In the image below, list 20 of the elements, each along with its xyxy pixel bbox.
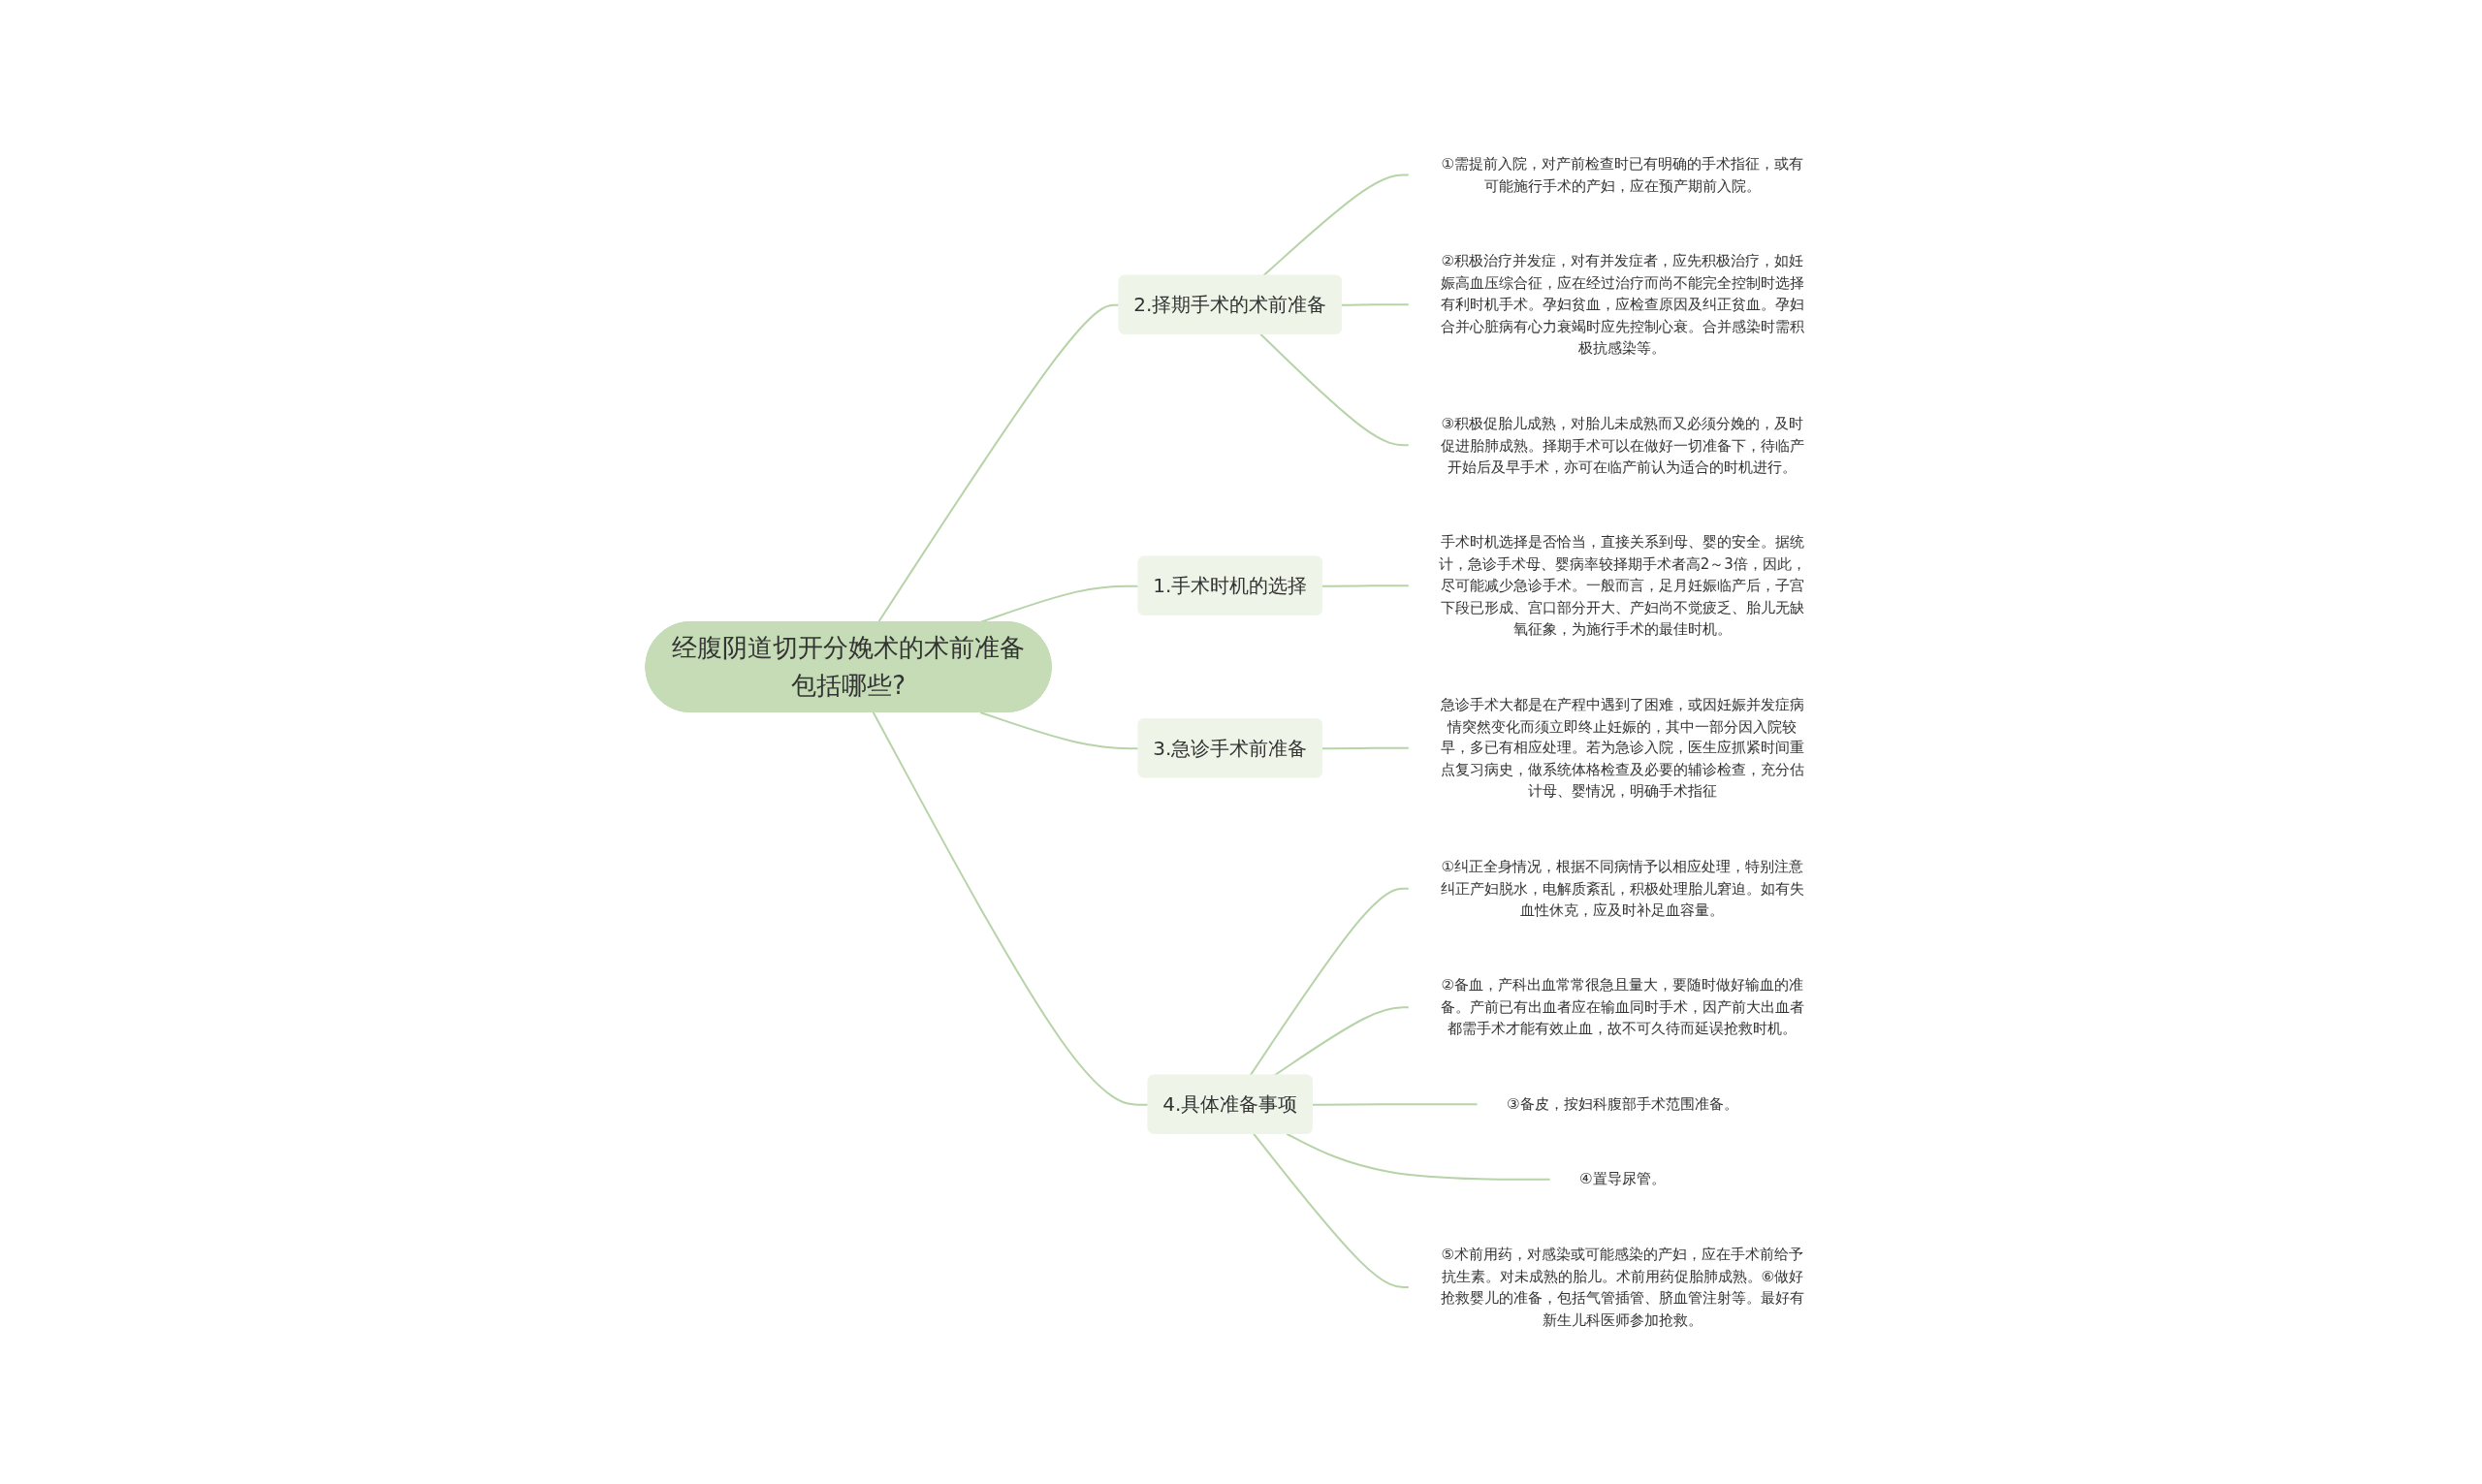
- connector: [1259, 332, 1411, 447]
- connector: [1273, 1006, 1411, 1077]
- node-text: ⑤术前用药，对感染或可能感染的产妇，应在手术前给予抗生素。对未成熟的胎儿。术前用药促胎肺成熟。⑥做好抢救婴儿的准备，包括气管插管、脐血管注射等。最好有新生儿科医师参加抢救。: [1441, 1245, 1805, 1329]
- node-text: ①纠正全身情况，根据不同病情予以相应处理，特别注意纠正产妇脱水，电解质紊乱，积极处理胎儿窘迫。如有失血性休克，应及时补足血容量。: [1441, 858, 1805, 919]
- node-text: ③积极促胎儿成熟，对胎儿未成熟而又必须分娩的，及时促进胎肺成熟。择期手术可以在做好一切准备下，待临产开始后及早手术，亦可在临产前认为适合的时机进行。: [1441, 414, 1805, 476]
- connector: [1341, 303, 1411, 306]
- node-text: 急诊手术大都是在产程中遇到了困难，或因妊娠并发症病情突然变化而须立即终止妊娠的，其中一部分因入院较早，多已有相应处理。若为急诊入院，医生应抓紧时间重点复习病史，做系统体格检查及必要的辅诊检查，充分估计母、婴情况，明确手术指征: [1441, 695, 1805, 801]
- node-text: ①需提前入院，对产前检查时已有明确的手术指征，或有可能施行手术的产妇，应在预产期前入院。: [1441, 155, 1804, 195]
- connector: [1321, 746, 1411, 750]
- node-text: ③备皮，按妇科腹部手术范围准备。: [1507, 1095, 1738, 1113]
- node-text: 手术时机选择是否恰当，直接关系到母、婴的安全。据统计，急诊手术母、婴病率较择期手术者高2～3倍，因此，尽可能减少急诊手术。一般而言，足月妊娠临产后，子宫下段已形成、宫口部分开大、产妇尚不觉疲乏、胎儿无缺氧征象，为施行手术的最佳时机。: [1439, 533, 1807, 638]
- connector: [1262, 174, 1411, 277]
- node-text: ④置导尿管。: [1579, 1170, 1666, 1188]
- connector: [1321, 584, 1411, 587]
- connector: [1286, 1132, 1552, 1181]
- node-text: ②备血，产科出血常常很急且量大，要随时做好输血的准备。产前已有出血者应在输血同时手术，因产前大出血者都需手术才能有效止血，故不可久待而延误抢救时机。: [1441, 976, 1805, 1038]
- connector: [1312, 1103, 1480, 1106]
- node-text: ②积极治疗并发症，对有并发症者，应先积极治疗，如妊娠高血压综合征，应在经过治疗而尚不能完全控制时选择有利时机手术。孕妇贫血，应检查原因及纠正贫血。孕妇合并心脏病有心力衰竭时应先控制心衰。合并感染时需积极抗感染等。: [1441, 252, 1805, 357]
- connector: [1249, 887, 1411, 1077]
- connector: [1253, 1132, 1411, 1288]
